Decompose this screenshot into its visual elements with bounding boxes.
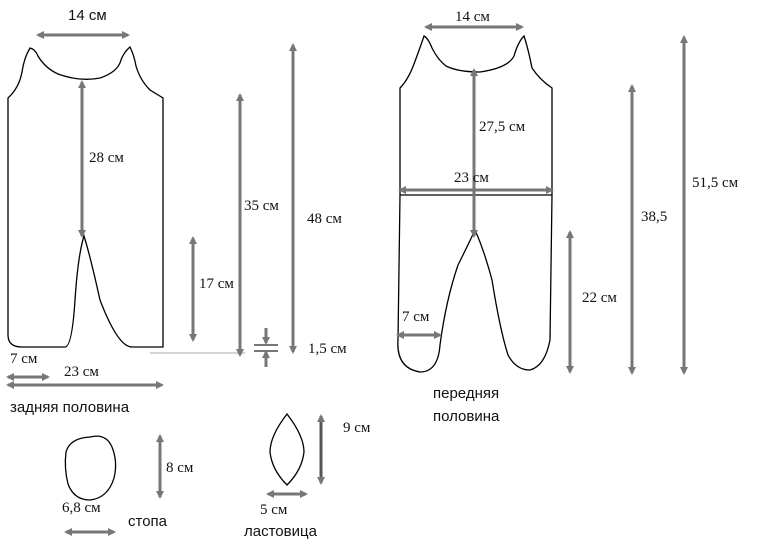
foot-height-label: 8 см bbox=[166, 460, 194, 476]
back-half-outline bbox=[7, 45, 164, 348]
foot-width-label: 6,8 см bbox=[62, 500, 101, 516]
front-total-length-label: 51,5 см bbox=[692, 175, 739, 191]
back-half-pattern: 14 см 28 см 17 см 35 см 1,5 см 48 см 7 с… bbox=[6, 7, 347, 416]
gusset-width-label: 5 см bbox=[260, 502, 288, 518]
foot-caption: стопа bbox=[128, 513, 168, 530]
back-neck-width-label: 14 см bbox=[68, 7, 107, 24]
front-side-length-label: 38,5 bbox=[641, 209, 667, 225]
back-side-length-label: 35 см bbox=[244, 198, 279, 214]
front-crotch-depth-label: 27,5 см bbox=[479, 119, 526, 135]
foot-pattern: 8 см 6,8 см стопа bbox=[62, 434, 194, 536]
front-half-outline bbox=[397, 34, 553, 373]
front-half-caption-line2: половина bbox=[433, 408, 500, 425]
front-inseam-label: 22 см bbox=[582, 290, 617, 306]
back-crotch-depth-label: 28 см bbox=[89, 150, 124, 166]
front-width-label: 23 см bbox=[454, 170, 489, 186]
gusset-pattern: 9 см 5 см ластовица bbox=[244, 412, 371, 540]
back-width-label: 23 см bbox=[64, 364, 99, 380]
gusset-outline bbox=[269, 412, 305, 486]
front-half-pattern: 14 см 27,5 см 23 см 7 см 22 см 38,5 51,5… bbox=[396, 9, 739, 425]
foot-outline bbox=[64, 435, 117, 501]
back-inseam-label: 17 см bbox=[199, 276, 234, 292]
front-neck-width-label: 14 см bbox=[455, 9, 490, 25]
back-half-caption: задняя половина bbox=[10, 399, 130, 416]
gusset-height-label: 9 см bbox=[343, 420, 371, 436]
gusset-caption: ластовица bbox=[244, 523, 318, 540]
back-total-length-label: 48 см bbox=[307, 211, 342, 227]
front-half-caption-line1: передняя bbox=[433, 385, 499, 402]
front-leg-opening-label: 7 см bbox=[402, 309, 430, 325]
back-hem-offset-label: 1,5 см bbox=[308, 341, 347, 357]
back-leg-opening-label: 7 см bbox=[10, 351, 38, 367]
